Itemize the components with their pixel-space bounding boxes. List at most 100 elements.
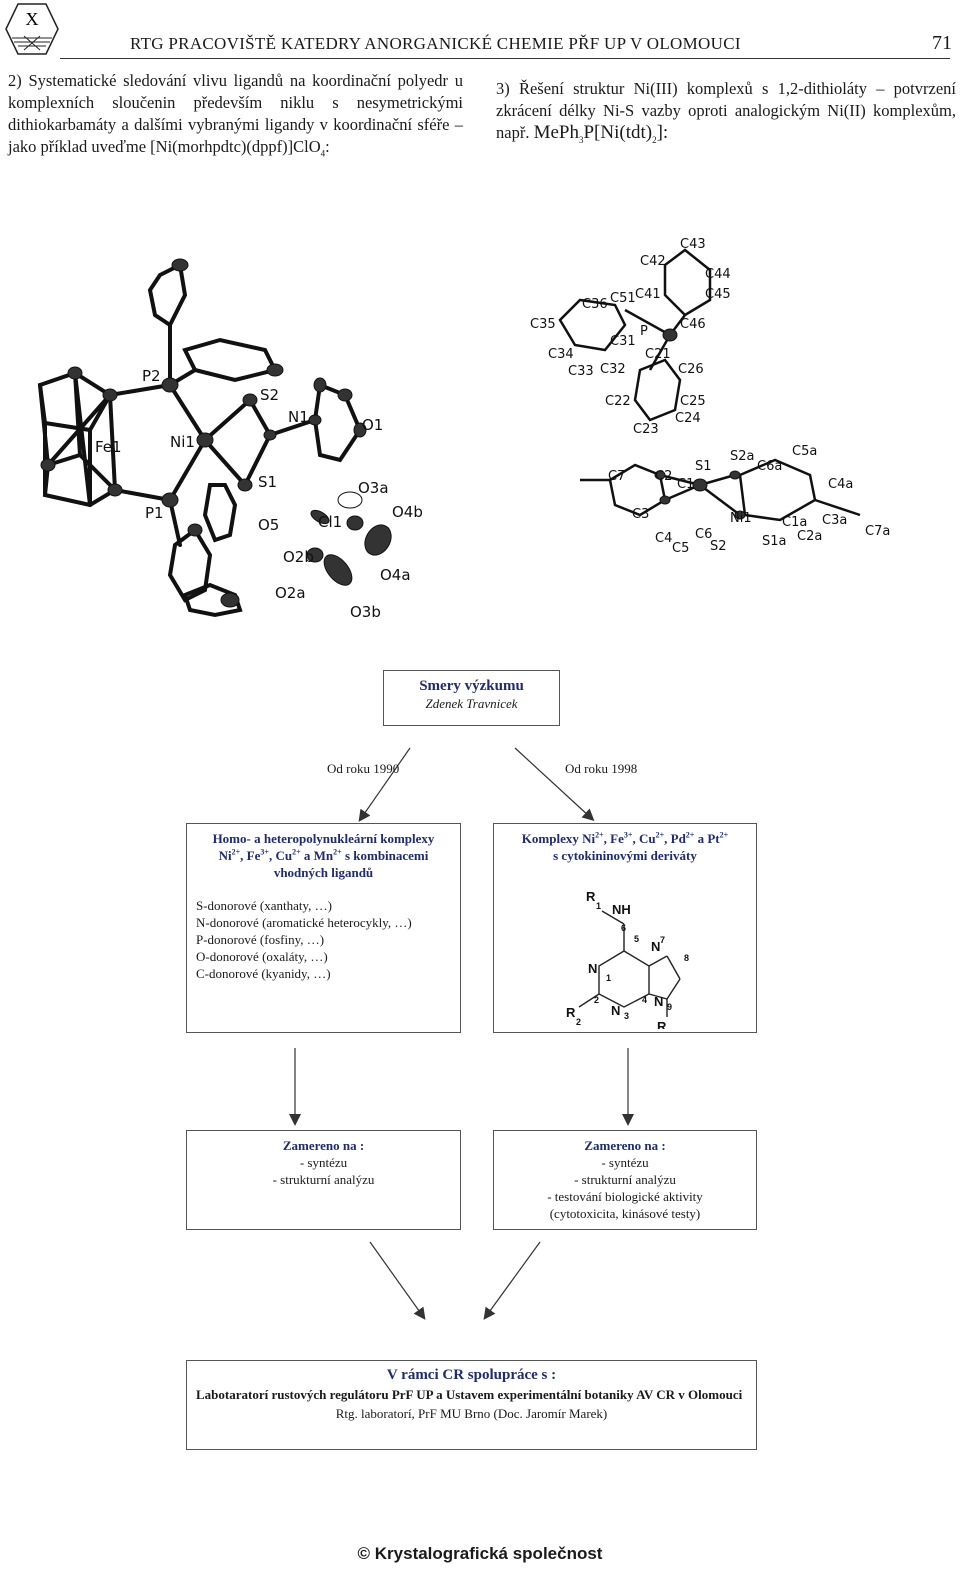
formula-sub2: 2 xyxy=(652,134,657,145)
svg-text:C6a: C6a xyxy=(757,459,782,474)
svg-text:C3: C3 xyxy=(632,507,649,522)
svg-text:C34: C34 xyxy=(548,347,574,362)
left-paragraph-sub: 4 xyxy=(320,148,326,159)
lh-s1: 2+ xyxy=(231,847,241,857)
since-left-label: Od roku 1990 xyxy=(327,761,400,776)
svg-text:Ni1: Ni1 xyxy=(170,433,195,451)
svg-text:C42: C42 xyxy=(640,254,666,269)
lh-s4: 2+ xyxy=(333,847,342,857)
svg-text:C41: C41 xyxy=(635,287,661,302)
purine-r3: R xyxy=(657,1019,667,1029)
purine-r2: R xyxy=(566,1005,576,1020)
svg-text:C32: C32 xyxy=(600,362,626,377)
svg-text:C7a: C7a xyxy=(865,524,890,539)
svg-text:O2b: O2b xyxy=(283,548,314,566)
rh-s1: 2+ xyxy=(595,830,604,840)
purine-r2-num: 2 xyxy=(576,1017,581,1027)
purine-nh: NH xyxy=(612,902,631,917)
left-paragraph-end: : xyxy=(325,137,330,156)
list-item: - syntézu xyxy=(299,1155,348,1170)
cooperation-title: V rámci CR spolupráce s : xyxy=(386,1367,557,1383)
rh-fe: , Fe xyxy=(603,831,624,846)
purine-n5: 5 xyxy=(634,934,639,944)
purine-n9-atom: N xyxy=(654,994,663,1009)
svg-text:C36: C36 xyxy=(582,297,608,312)
list-item: (cytotoxicita, kinásové testy) xyxy=(549,1206,701,1221)
right-research-box: Komplexy Ni2+, Fe3+, Cu2+, Pd2+ a Pt2+ s… xyxy=(493,823,757,1033)
svg-text:C4: C4 xyxy=(655,531,672,546)
cooperation-line-2: Rtg. laboratorí, PrF MU Brno (Doc. Jarom… xyxy=(335,1406,608,1421)
purine-r1-num: 1 xyxy=(596,901,601,911)
svg-text:C25: C25 xyxy=(680,394,706,409)
page-header-title: RTG PRACOVIŠTĚ KATEDRY ANORGANICKÉ CHEMI… xyxy=(130,34,741,53)
svg-text:C2: C2 xyxy=(655,469,672,484)
right-paragraph-text: 3) Řešení struktur Ni(III) komplexů s 1,… xyxy=(496,79,956,142)
svg-text:Fe1: Fe1 xyxy=(95,438,122,456)
left-paragraph: 2) Systematické sledování vlivu ligandů … xyxy=(8,70,463,158)
formula: MePh3P[Ni(tdt)2]: xyxy=(533,122,669,145)
svg-text:C21: C21 xyxy=(645,347,671,362)
svg-text:C5: C5 xyxy=(672,541,689,556)
svg-text:C22: C22 xyxy=(605,394,631,409)
svg-text:C31: C31 xyxy=(610,334,636,349)
svg-text:S1a: S1a xyxy=(762,534,787,549)
lh-post: s kombinacemi xyxy=(341,848,429,863)
cooperation-box: V rámci CR spolupráce s : Labotaratorí r… xyxy=(186,1360,757,1450)
svg-text:S2a: S2a xyxy=(730,449,755,464)
purine-n1-atom: N xyxy=(588,961,597,976)
list-item: S-donorové (xanthaty, …) xyxy=(196,898,332,913)
left-heading-3: vhodných ligandů xyxy=(273,865,374,880)
purine-n4: 4 xyxy=(642,995,647,1005)
rh-pt: a Pt xyxy=(694,831,720,846)
list-item: P-donorové (fosfiny, …) xyxy=(196,932,325,947)
svg-text:C46: C46 xyxy=(680,317,706,332)
formula-c: ]: xyxy=(656,122,669,143)
svg-text:S2: S2 xyxy=(260,386,279,404)
purine-n1: 1 xyxy=(606,973,611,983)
left-aim-title: Zamereno na : xyxy=(282,1138,365,1153)
flow-arrows xyxy=(289,747,634,1320)
lh-s3: 2+ xyxy=(292,847,301,857)
list-item: N-donorové (aromatické heterocykly, …) xyxy=(196,915,412,930)
svg-text:C51: C51 xyxy=(610,291,636,306)
logo-letter: X xyxy=(26,9,39,29)
rh-s3: 2+ xyxy=(655,830,665,840)
footer-copyright: © Krystalografická společnost xyxy=(357,1544,603,1563)
rh-cu: , Cu xyxy=(632,831,656,846)
svg-text:S1: S1 xyxy=(695,459,712,474)
page-number: 71 xyxy=(932,32,952,54)
rh-s4: 2+ xyxy=(685,830,695,840)
svg-text:C1a: C1a xyxy=(782,515,807,530)
svg-text:C23: C23 xyxy=(633,422,659,437)
list-item: C-donorové (kyanidy, …) xyxy=(196,966,331,981)
svg-text:C44: C44 xyxy=(705,267,731,282)
svg-text:Ni1: Ni1 xyxy=(730,511,752,526)
purine-n6: 6 xyxy=(621,923,626,933)
purine-structure: R 1 NH 6 7 N 5 8 N 1 R 2 2 4 N 9 N 3 R 3 xyxy=(566,889,689,1029)
header-rule xyxy=(60,58,950,59)
list-item: - strukturní analýzu xyxy=(272,1172,375,1187)
lh-cu: , Cu xyxy=(268,848,293,863)
left-heading: Homo- a heteropolynukleární komplexy Ni2… xyxy=(187,830,460,881)
purine-r1: R xyxy=(586,889,596,904)
since-right-label: Od roku 1998 xyxy=(565,761,638,776)
svg-text:P: P xyxy=(640,324,648,339)
donor-list: S-donorové (xanthaty, …) N-donorové (aro… xyxy=(196,897,460,982)
purine-n8: 8 xyxy=(684,953,689,963)
lh-mn: a Mn xyxy=(300,848,334,863)
right-heading-2: s cytokininovými deriváty xyxy=(553,848,697,863)
lh-s2: 3+ xyxy=(260,847,269,857)
svg-text:C35: C35 xyxy=(530,317,556,332)
svg-text:O3b: O3b xyxy=(350,603,381,621)
svg-text:C26: C26 xyxy=(678,362,704,377)
purine-n9: 9 xyxy=(667,1002,672,1012)
right-heading-1: Komplexy Ni2+, Fe3+, Cu2+, Pd2+ a Pt2+ xyxy=(494,830,756,847)
svg-text:O5: O5 xyxy=(258,516,279,534)
rh-pd: , Pd xyxy=(664,831,686,846)
formula-a: MePh xyxy=(533,122,579,143)
svg-text:C24: C24 xyxy=(675,411,701,426)
list-item: - strukturní analýzu xyxy=(574,1172,676,1187)
svg-text:C2a: C2a xyxy=(797,529,822,544)
